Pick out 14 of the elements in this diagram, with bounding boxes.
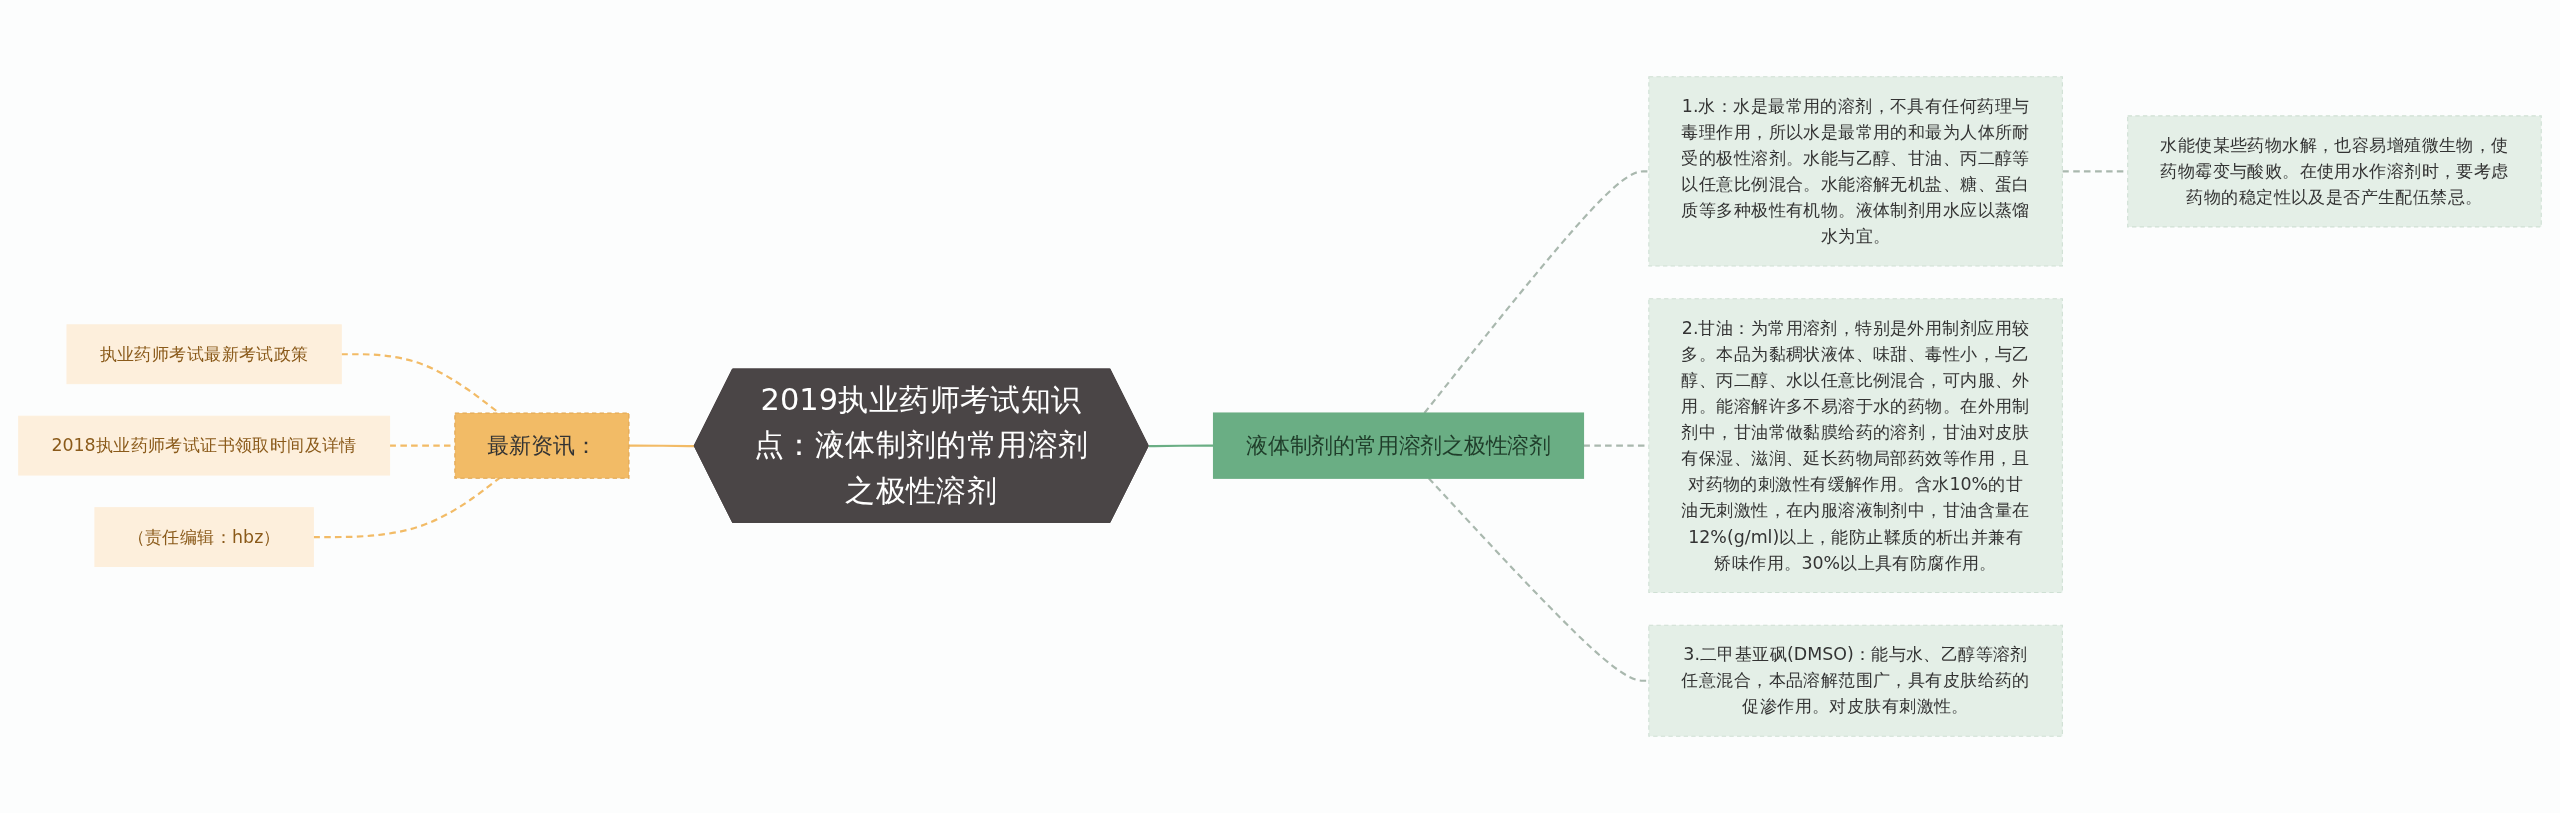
- connector: [313, 477, 500, 539]
- connector: [1148, 444, 1214, 448]
- connector: [1423, 170, 1649, 414]
- connector: [1427, 477, 1649, 682]
- node-box: （责任编辑：hbz）: [94, 507, 314, 568]
- node-box: 2.甘油：为常用溶剂，特别是外用制剂应用较多。本品为黏稠状液体、味甜、毒性小，与乙醇、丙二醇、水以任意比例混合，可内服、外用。能溶解许多不易溶于水的药物。在外用制剂中，甘油常做黏膜给药的溶剂，甘油对皮肤有保湿、滋润、延长药物局部药效等作用，且对药物的刺激性有缓解作用。含水10%的甘油无刺激性，在内服溶液制剂中，甘油含量在12%(g/ml)以上，能防止鞣质的析出并兼有矫味作用。30%以上具有防腐作用。: [1648, 298, 2063, 594]
- node-box: 液体制剂的常用溶剂之极性溶剂: [1212, 412, 1585, 479]
- node-box: 3.二甲基亚砜(DMSO)：能与水、乙醇等溶剂任意混合，本品溶解范围广，具有皮肤给药的促渗作用。对皮肤有刺激性。: [1648, 624, 2063, 737]
- node-box: 最新资讯：: [454, 412, 630, 479]
- node-box: 执业药师考试最新考试政策: [66, 324, 342, 385]
- node-box: 水能使某些药物水解，也容易增殖微生物，使药物霉变与酸败。在使用水作溶剂时，要考虑药物的稳定性以及是否产生配伍禁忌。: [2127, 115, 2542, 228]
- node-box: 1.水：水是最常用的溶剂，不具有任何药理与毒理作用，所以水是最常用的和最为人体所耐受的极性溶剂。水能与乙醇、甘油、丙二醇等以任意比例混合。水能溶解无机盐、糖、蛋白质等多种极性有机物。液体制剂用水应以蒸馏水为宜。: [1648, 76, 2063, 267]
- node-box: 2018执业药师考试证书领取时间及详情: [18, 415, 391, 476]
- connector: [629, 444, 695, 448]
